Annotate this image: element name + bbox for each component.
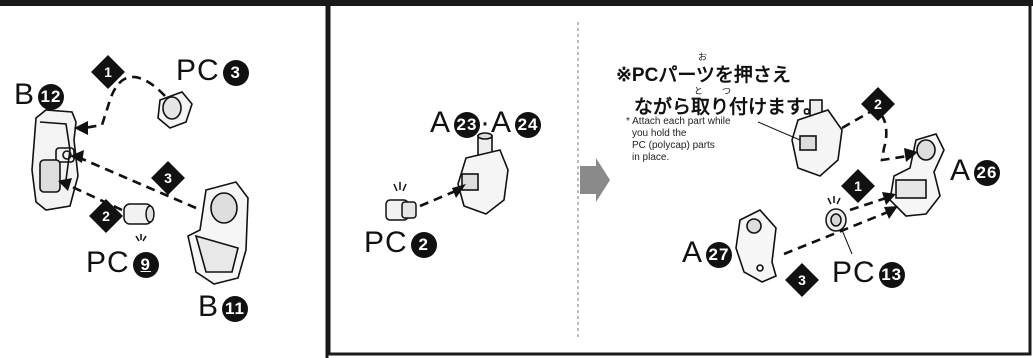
note-english: * Attach each part while you hold the PC… (626, 116, 731, 164)
note-japanese-line2: ながら取り付けます。 (634, 97, 823, 118)
label-a23-number: 23 (454, 112, 481, 138)
note-leader-line (757, 121, 801, 141)
note-english-line: PC (polycap) parts (632, 140, 715, 151)
step-1-label-panel3: 1 (854, 178, 862, 194)
label-a27-letter: A (682, 236, 704, 269)
panel3-arrowheads (882, 148, 918, 219)
note-english-line: * Attach each part while (626, 116, 731, 127)
part-a23-a24 (457, 132, 509, 215)
step-3-marker-panel1: 3 (151, 161, 185, 195)
furigana-osa: お (698, 52, 708, 62)
label-a24-letter: A (491, 106, 513, 139)
label-b11-number: 11 (222, 296, 249, 322)
part-b11 (187, 181, 249, 285)
panel2-arrow (419, 188, 459, 208)
label-a27-number: 27 (706, 242, 733, 268)
step-1-marker-panel1: 1 (91, 55, 125, 89)
label-pc9-letters: PC (86, 246, 130, 279)
note-japanese-line1: ※PCパーツを押さえ (616, 65, 791, 86)
step-1-label-panel1: 1 (104, 64, 112, 80)
note-english-line: in place. (632, 152, 670, 163)
label-pc9-number: 9 (132, 252, 159, 278)
part-b12 (31, 109, 79, 211)
furigana-tsu: つ (722, 86, 732, 96)
label-pc13-number: 13 (878, 262, 905, 288)
label-pc3-letters: PC (176, 54, 220, 87)
furigana-to: と (694, 86, 704, 96)
part-a27 (735, 209, 777, 283)
part-pc9 (123, 203, 155, 242)
step-3-label-panel1: 3 (164, 170, 172, 186)
part-pc3 (157, 91, 193, 129)
note-english-line: you hold the (632, 128, 687, 139)
panel1-arrowheads (58, 121, 88, 191)
step-2-marker-panel1: 2 (89, 199, 123, 233)
right-panel-frame (327, 0, 1032, 356)
label-pc2-number: 2 (410, 232, 437, 258)
label-pc3-number: 3 (222, 60, 249, 86)
part-pc13 (825, 196, 853, 255)
label-separator: · (480, 106, 492, 139)
label-b11-letter: B (198, 290, 220, 323)
label-a23-letter: A (430, 106, 452, 139)
label-pc13-letters: PC (832, 256, 876, 289)
label-b12-letter: B (14, 78, 36, 111)
part-a26 (889, 133, 945, 217)
part-pc2 (385, 182, 417, 221)
step-2-marker-panel3: 2 (861, 87, 895, 121)
step-3-marker-panel3: 3 (785, 263, 819, 297)
label-b12-number: 12 (38, 84, 65, 110)
step-2-label-panel1: 2 (102, 208, 110, 224)
part-mid-assembly (791, 99, 843, 177)
label-a26-number: 26 (974, 160, 1001, 186)
next-step-arrow (580, 158, 610, 202)
step-3-label-panel3: 3 (798, 272, 806, 288)
panel1-arrows (65, 75, 197, 212)
step-1-marker-panel3: 1 (841, 169, 875, 203)
label-a24-number: 24 (515, 112, 542, 138)
label-pc2-letters: PC (364, 226, 408, 259)
step-2-label-panel3: 2 (874, 96, 882, 112)
panel2-arrowhead (452, 184, 466, 198)
label-a26-letter: A (950, 154, 972, 187)
